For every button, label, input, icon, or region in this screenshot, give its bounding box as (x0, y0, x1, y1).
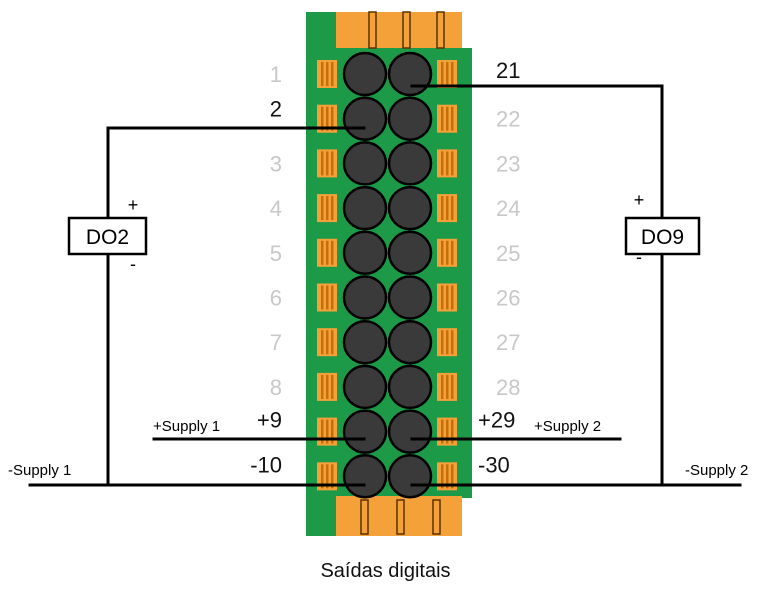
left-terminal-label: 3 (270, 151, 282, 176)
right-terminal-label: 27 (496, 330, 520, 355)
right-spring-clamp (437, 328, 457, 357)
left-screw-terminal (342, 230, 388, 276)
right-spring-clamp (437, 104, 457, 133)
minus-supply-1-label: -Supply 1 (8, 462, 71, 479)
left-screw-terminal (342, 364, 388, 410)
left-terminal-label: 4 (270, 196, 282, 221)
right-screw-terminal (387, 454, 433, 499)
right-terminal-label: 26 (496, 286, 520, 311)
right-terminal-label: 24 (496, 196, 520, 221)
left-spring-clamp (317, 60, 337, 88)
right-screw-terminal (387, 51, 433, 97)
left-terminal-label: 6 (270, 286, 282, 311)
do9-box (624, 216, 701, 256)
left-spring-clamp (317, 238, 337, 267)
minus-supply-2-label: -Supply 2 (685, 462, 748, 479)
right-screw-terminal (387, 409, 433, 454)
right-spring-clamp (437, 283, 457, 312)
do2-label: DO2 (86, 226, 129, 249)
right-spring-clamp (437, 60, 457, 88)
right-spring-clamp (437, 372, 457, 401)
left-spring-clamp (317, 417, 337, 446)
right-spring-clamp (437, 417, 457, 446)
left-screw-terminal (342, 409, 388, 454)
left-spring-clamp (317, 283, 337, 312)
right-spring-clamp (437, 194, 457, 223)
left-terminal-label: 5 (270, 241, 282, 266)
terminal-rows (317, 51, 457, 499)
left-terminal-labels: 1 2 3 4 5 6 7 8 +9 -10 (250, 62, 282, 477)
bottom-connector (336, 496, 462, 536)
top-connector-slots (368, 11, 445, 49)
left-terminal-label: 7 (270, 330, 282, 355)
right-terminal-label: +29 (478, 408, 515, 433)
do2-box (67, 216, 148, 256)
do9-plus: + (634, 190, 645, 210)
wires (28, 84, 742, 487)
right-screw-terminal (387, 185, 433, 231)
left-spring-clamp (317, 194, 337, 223)
left-spring-clamp (317, 104, 337, 133)
right-screw-terminal (387, 364, 433, 410)
right-terminal-label: -30 (478, 452, 510, 477)
right-terminal-label: 23 (496, 151, 520, 176)
right-terminal-label: 28 (496, 375, 520, 400)
left-screw-terminal (342, 319, 388, 365)
left-spring-clamp (317, 328, 337, 357)
wire-do2-positive (106, 126, 366, 220)
do2-minus: - (130, 254, 136, 274)
left-screw-terminal (342, 454, 388, 499)
left-terminal-label: 1 (270, 62, 282, 87)
left-terminal-label: -10 (250, 452, 282, 477)
diagram-caption: Saídas digitais (320, 560, 451, 582)
right-terminal-label: 25 (496, 241, 520, 266)
wire-do9-positive (410, 84, 664, 220)
left-screw-terminal (342, 141, 388, 186)
right-spring-clamp (437, 149, 457, 178)
do9-label: DO9 (641, 226, 684, 249)
right-terminal-label: 22 (496, 107, 520, 132)
left-screw-terminal (342, 96, 388, 141)
right-screw-terminal (387, 96, 433, 141)
plus-supply-1-label: +Supply 1 (153, 418, 220, 435)
right-screw-terminal (387, 141, 433, 186)
do9-minus: - (636, 247, 642, 267)
right-screw-terminal (387, 319, 433, 365)
left-terminal-label: +9 (257, 408, 282, 433)
top-connector (336, 12, 462, 50)
left-screw-terminal (342, 185, 388, 231)
right-screw-terminal (387, 275, 433, 320)
left-terminal-label: 8 (270, 375, 282, 400)
right-spring-clamp (437, 462, 457, 491)
left-spring-clamp (317, 372, 337, 401)
right-terminal-labels: 21 22 23 24 25 26 27 28 +29 -30 (478, 58, 520, 477)
plus-supply-2-label: +Supply 2 (534, 418, 601, 435)
right-screw-terminal (387, 230, 433, 276)
right-terminal-label: 21 (496, 58, 520, 83)
left-spring-clamp (317, 462, 337, 491)
left-screw-terminal (342, 51, 388, 97)
right-spring-clamp (437, 238, 457, 267)
left-screw-terminal (342, 275, 388, 320)
left-terminal-label: 2 (270, 97, 282, 122)
bottom-connector-slots (360, 499, 441, 535)
left-spring-clamp (317, 149, 337, 178)
do2-plus: + (128, 195, 139, 215)
